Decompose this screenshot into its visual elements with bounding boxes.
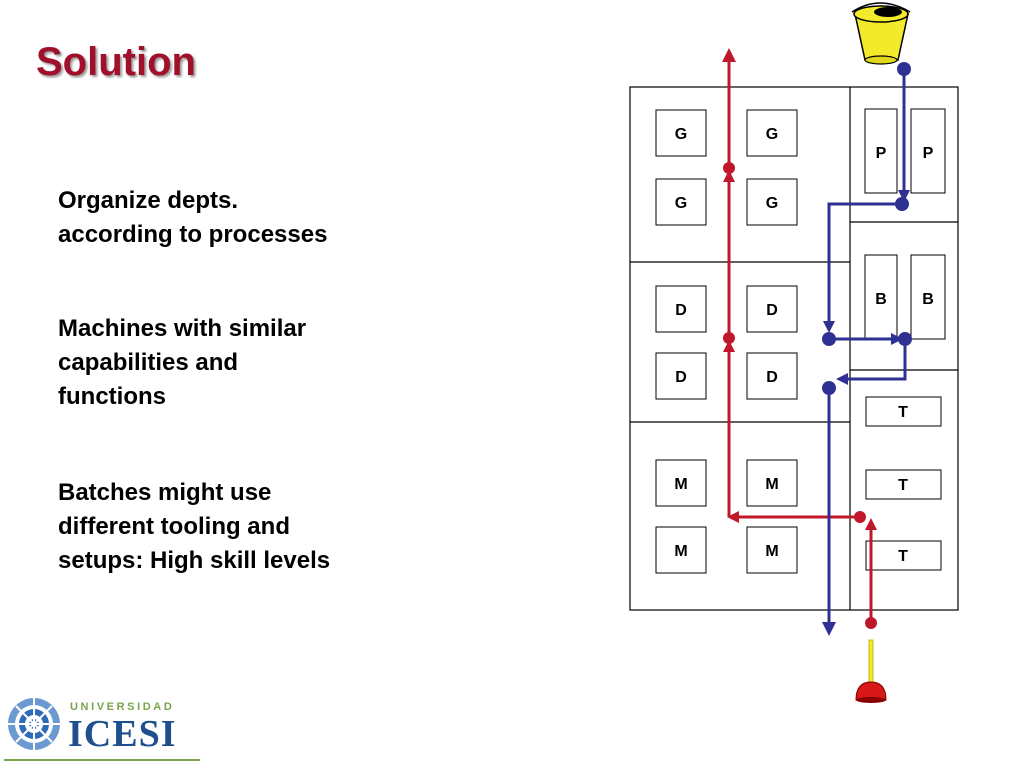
machine-g-4: G xyxy=(746,178,798,226)
machine-p-2-label: P xyxy=(923,145,934,162)
logo-universidad-text: UNIVERSIDAD xyxy=(70,701,174,713)
logo-icesi-text: ICESI xyxy=(68,713,177,755)
machine-d-1-label: D xyxy=(675,302,687,319)
blue-product-flow xyxy=(822,62,912,636)
machine-m-1: M xyxy=(655,459,707,507)
machine-m-2-label: M xyxy=(765,476,778,493)
plunger-icon xyxy=(855,639,887,703)
machine-d-3: D xyxy=(655,352,707,400)
machine-d-4: D xyxy=(746,352,798,400)
machine-t-3-label: T xyxy=(898,548,908,565)
machine-d-2: D xyxy=(746,285,798,333)
machine-d-4-label: D xyxy=(766,369,778,386)
machine-p-1: P xyxy=(864,108,898,194)
machine-g-1: G xyxy=(655,109,707,157)
machine-g-4-label: G xyxy=(766,195,778,212)
machine-g-3: G xyxy=(655,178,707,226)
machine-p-2: P xyxy=(910,108,946,194)
machine-m-4-label: M xyxy=(765,543,778,560)
sun-emblem-icon xyxy=(8,698,60,750)
machine-d-2-label: D xyxy=(766,302,778,319)
machine-m-3-label: M xyxy=(674,543,687,560)
machine-t-1: T xyxy=(865,396,942,427)
bullet-batches-tooling: Batches might use different tooling and … xyxy=(58,479,331,574)
bullet-organize-depts: Organize depts. according to processes xyxy=(58,187,328,248)
machine-m-2: M xyxy=(746,459,798,507)
machine-t-2-label: T xyxy=(898,477,908,494)
slide-title: Solution xyxy=(36,40,196,84)
machine-p-1-label: P xyxy=(876,145,887,162)
machine-g-2: G xyxy=(746,109,798,157)
icesi-logo: UNIVERSIDAD ICESI xyxy=(4,698,200,761)
machine-b-2: B xyxy=(910,254,946,340)
machine-g-2-label: G xyxy=(766,126,778,143)
machine-g-3-label: G xyxy=(675,195,687,212)
machine-g-1-label: G xyxy=(675,126,687,143)
plant-outline xyxy=(629,86,959,611)
machine-b-2-label: B xyxy=(922,291,934,308)
machine-b-1: B xyxy=(864,254,898,340)
machine-t-1-label: T xyxy=(898,404,908,421)
machine-m-1-label: M xyxy=(674,476,687,493)
machine-t-2: T xyxy=(865,469,942,500)
machine-t-3: T xyxy=(865,540,942,571)
bucket-icon xyxy=(851,2,911,65)
red-product-flow xyxy=(722,48,877,629)
bullet-similar-machines: Machines with similar capabilities and f… xyxy=(58,315,307,410)
machine-d-3-label: D xyxy=(675,369,687,386)
machine-m-4: M xyxy=(746,526,798,574)
machine-b-1-label: B xyxy=(875,291,887,308)
machine-d-1: D xyxy=(655,285,707,333)
machine-m-3: M xyxy=(655,526,707,574)
